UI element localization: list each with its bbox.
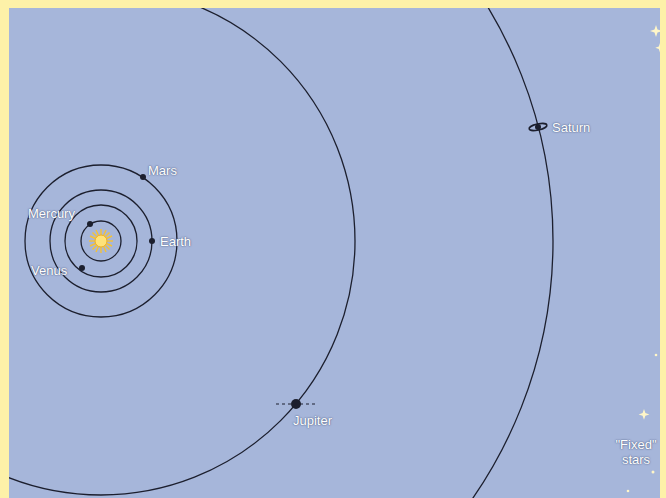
- planet-label: Jupiter: [293, 413, 332, 428]
- stars-label: "Fixed" stars: [610, 437, 660, 467]
- planet-label: Mars: [148, 163, 177, 178]
- planet-label: Earth: [160, 234, 191, 249]
- planet-label: Mercury: [28, 206, 75, 221]
- solar-system-illustration: [9, 8, 660, 498]
- planet-label: Saturn: [552, 120, 590, 135]
- jupiter-band: [276, 404, 316, 405]
- planet-dots: [79, 174, 301, 409]
- planet-label: Venus: [31, 263, 67, 278]
- sun-symbol: [89, 229, 113, 253]
- orbit-lines: [9, 8, 553, 498]
- sky-ground: MarsMercuryEarthVenus SaturnJupiter "Fixed…: [9, 8, 660, 498]
- star-marks: [627, 25, 660, 492]
- saturn-symbol: [529, 122, 548, 132]
